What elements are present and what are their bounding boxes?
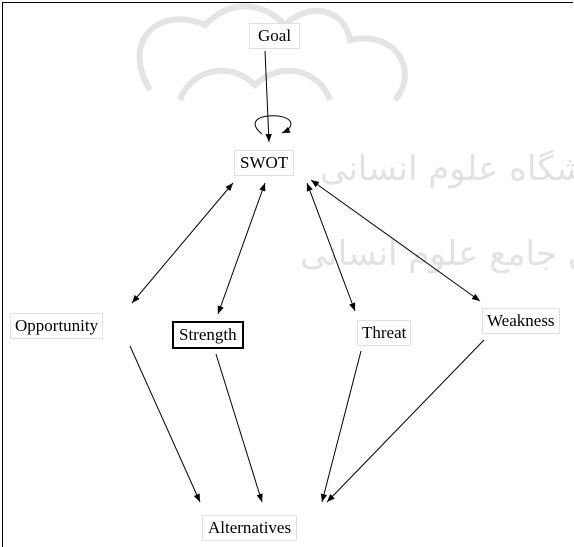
- node-strength[interactable]: Strength: [172, 321, 244, 349]
- node-opportunity[interactable]: Opportunity: [10, 313, 104, 339]
- watermark-text-1: پژوهشگاه علوم انسانی: [320, 149, 574, 189]
- edge-opportunity-alternatives: [129, 345, 201, 503]
- edge-swot-self-loop: [254, 115, 292, 135]
- node-threat[interactable]: Threat: [357, 320, 412, 346]
- edge-swot-opportunity: [131, 182, 234, 304]
- watermark-emblem: پژوهشگاه علوم انسانی پرتال جامع علوم انس…: [136, 3, 574, 274]
- edge-goal-swot: [264, 50, 272, 143]
- node-swot[interactable]: SWOT: [234, 150, 295, 176]
- watermark-text-2: پرتال جامع علوم انسانی: [300, 234, 574, 274]
- edge-swot-weakness: [310, 179, 481, 302]
- node-goal[interactable]: Goal: [249, 23, 301, 49]
- edge-swot-strength: [217, 182, 266, 315]
- node-alternatives[interactable]: Alternatives: [202, 515, 298, 541]
- node-weakness[interactable]: Weakness: [482, 308, 560, 334]
- edge-threat-alternatives: [320, 350, 362, 503]
- edge-strength-alternatives: [215, 353, 263, 503]
- edge-weakness-alternatives: [326, 339, 485, 503]
